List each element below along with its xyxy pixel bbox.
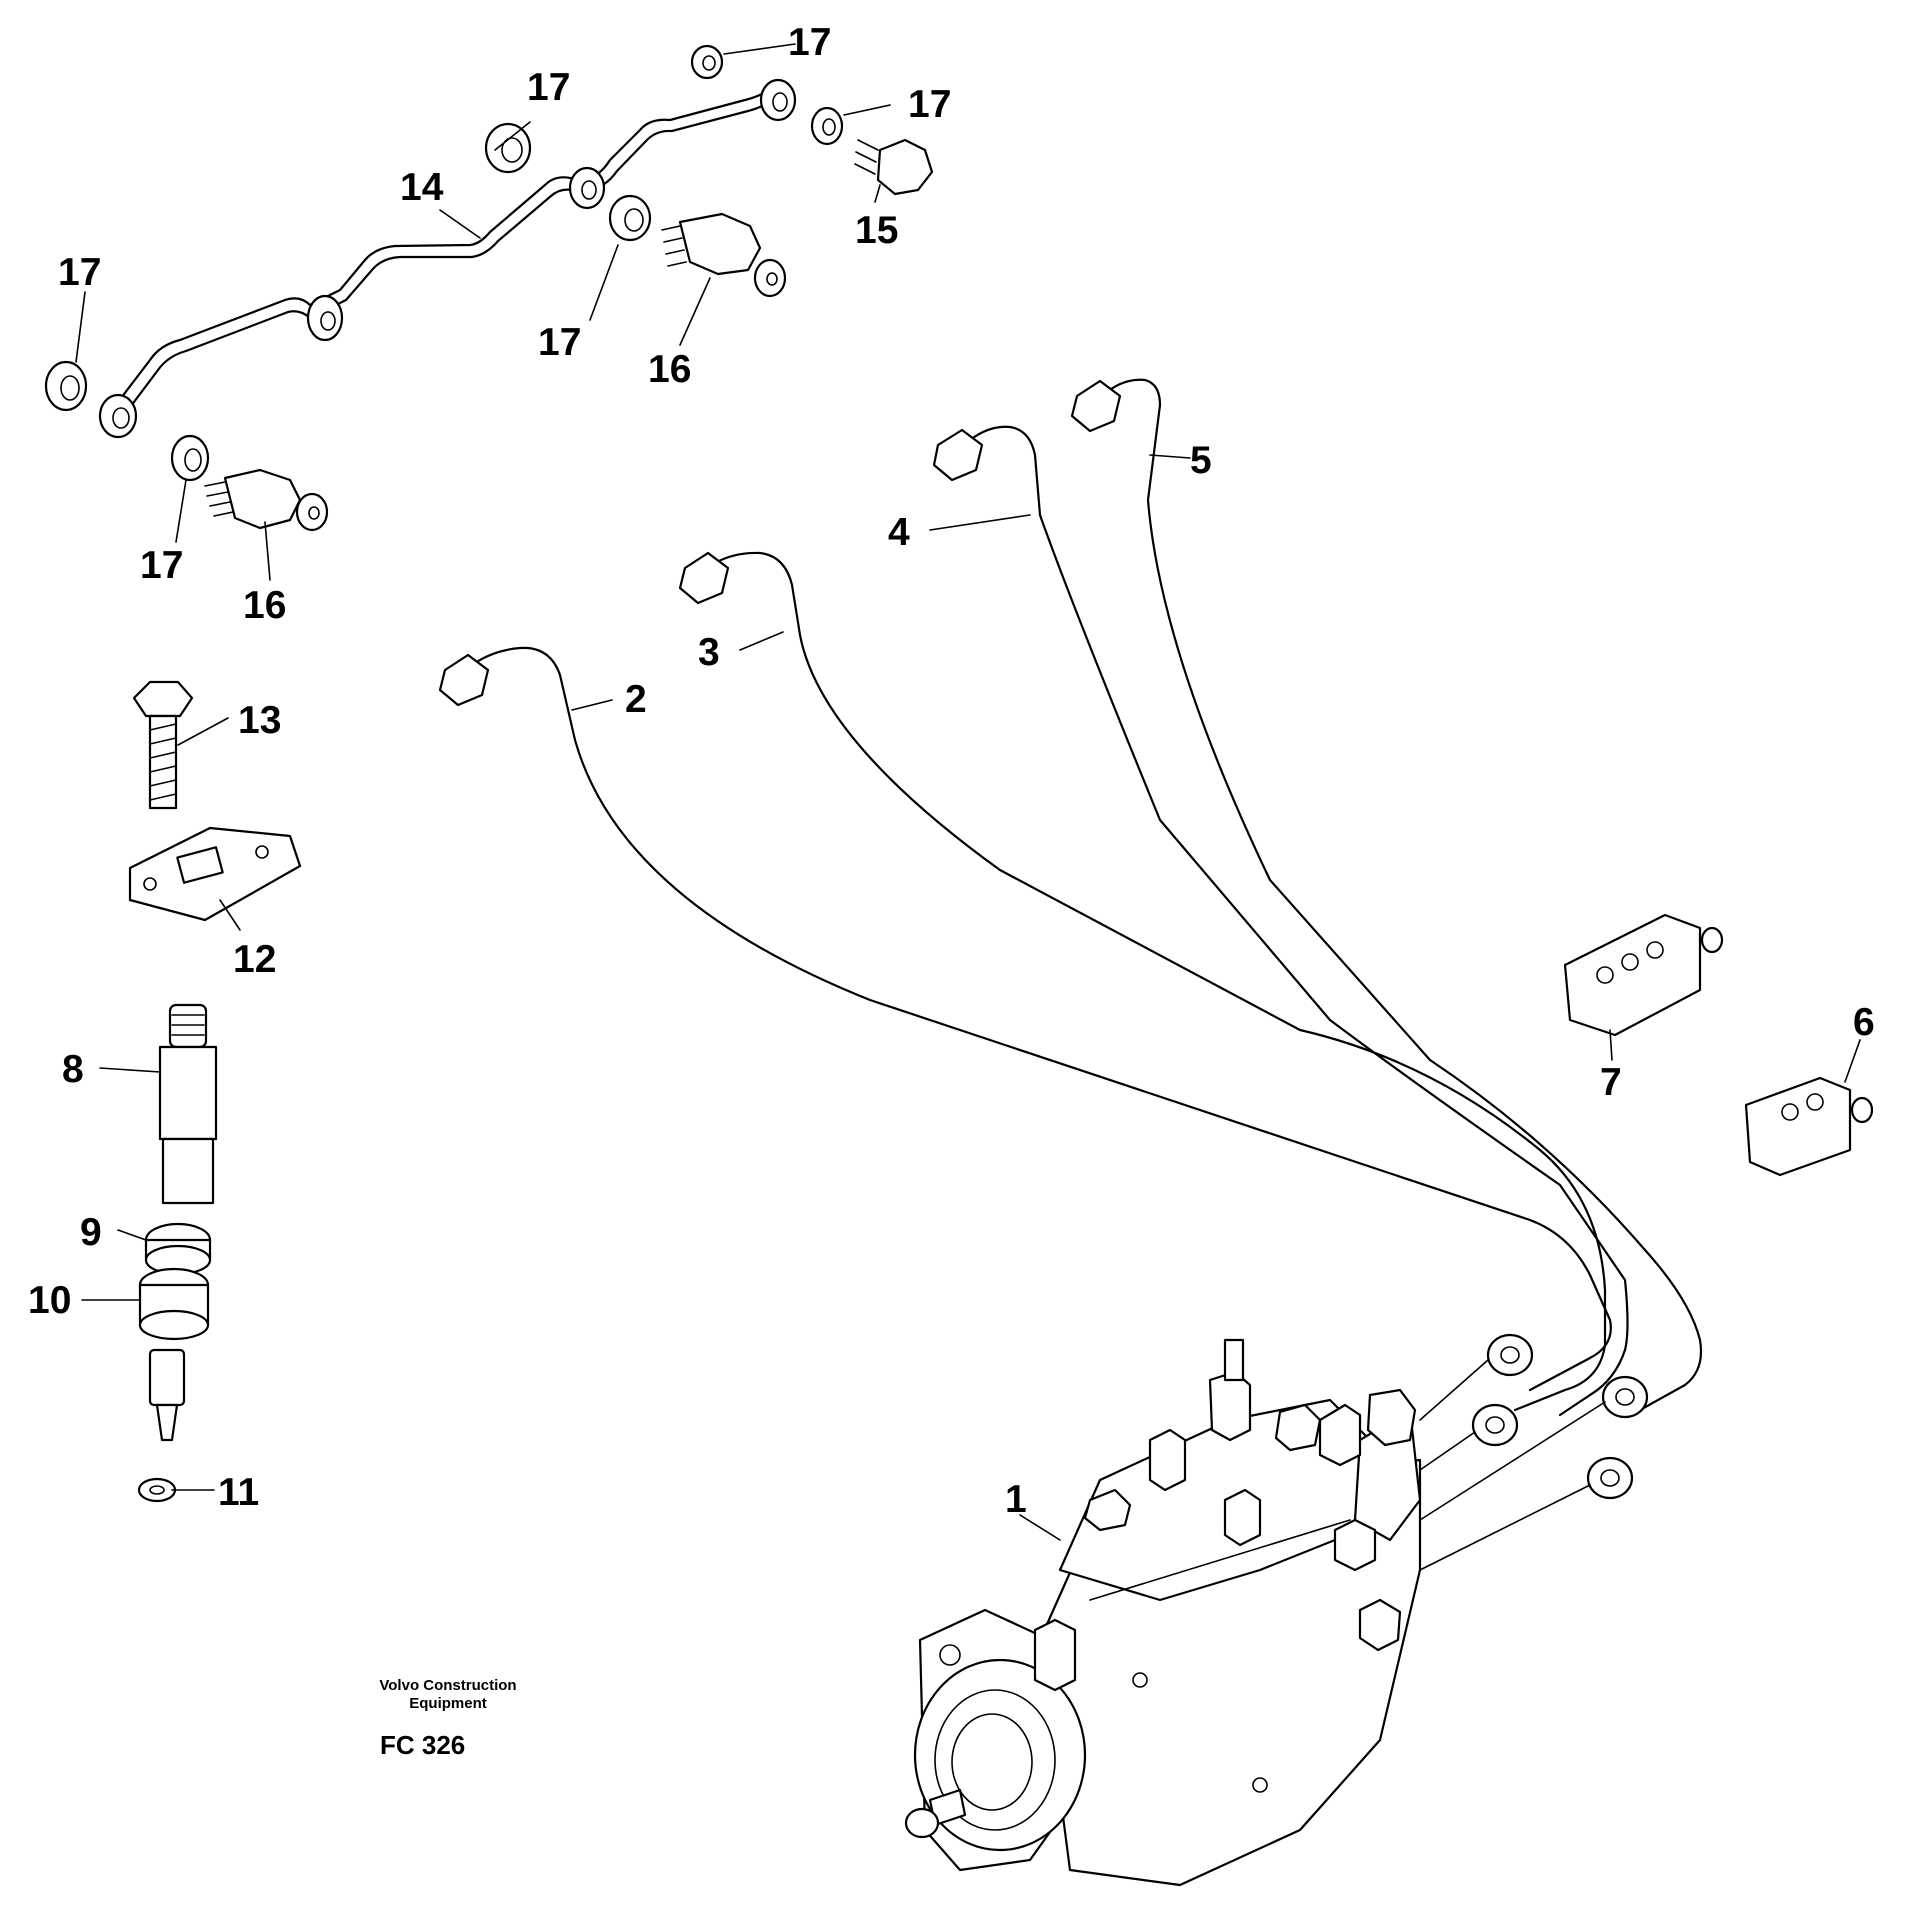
nozzle bbox=[148, 1348, 186, 1442]
callout-17f: 17 bbox=[908, 83, 951, 126]
callout-16b: 16 bbox=[648, 348, 691, 391]
callouts: 1 2 3 4 5 6 7 8 9 10 11 12 13 14 15 16 1… bbox=[28, 21, 1875, 1521]
callout-3: 3 bbox=[698, 631, 720, 674]
callout-12: 12 bbox=[233, 938, 276, 981]
callout-11: 11 bbox=[218, 1471, 259, 1514]
callout-14: 14 bbox=[400, 166, 444, 209]
leak-off-pipe bbox=[116, 84, 779, 412]
callout-17a: 17 bbox=[58, 251, 101, 294]
clamp-12 bbox=[128, 826, 302, 922]
bleed-screw-15 bbox=[854, 138, 934, 196]
clamp-6 bbox=[1744, 1076, 1874, 1177]
banjo-eye-4 bbox=[759, 78, 797, 122]
callout-16a: 16 bbox=[243, 584, 286, 627]
sleeve-10 bbox=[138, 1267, 210, 1341]
callout-8: 8 bbox=[62, 1048, 84, 1091]
callout-17e: 17 bbox=[788, 21, 831, 64]
clamp-7 bbox=[1563, 913, 1724, 1037]
bolt-13 bbox=[132, 680, 194, 810]
callout-15: 15 bbox=[855, 209, 898, 252]
footer-subtitle: Equipment bbox=[409, 1695, 487, 1712]
callout-17d: 17 bbox=[538, 321, 581, 364]
callout-6: 6 bbox=[1853, 1001, 1875, 1044]
callout-5: 5 bbox=[1190, 439, 1212, 482]
callout-4: 4 bbox=[888, 511, 910, 554]
footer-company: Volvo Construction bbox=[379, 1677, 516, 1694]
callout-1: 1 bbox=[1005, 1478, 1027, 1521]
delivery-pipe-5 bbox=[1070, 378, 1703, 1412]
washer-11 bbox=[137, 1477, 177, 1503]
figure-code: FC 326 bbox=[380, 1730, 465, 1760]
callout-2: 2 bbox=[625, 678, 647, 721]
delivery-pipe-4 bbox=[932, 425, 1629, 1417]
callout-17c: 17 bbox=[527, 66, 570, 109]
delivery-pipe-3 bbox=[678, 551, 1607, 1412]
leader-lines bbox=[75, 43, 1861, 1541]
callout-10: 10 bbox=[28, 1279, 71, 1322]
banjo-eye-2 bbox=[306, 294, 344, 342]
pipe-union-nuts bbox=[1419, 1333, 1649, 1571]
delivery-pipe-2 bbox=[438, 646, 1612, 1392]
banjo-bolt-16 bbox=[204, 212, 787, 532]
callout-9: 9 bbox=[80, 1211, 102, 1254]
callout-17b: 17 bbox=[140, 544, 183, 587]
banjo-eye-3 bbox=[568, 166, 606, 210]
banjo-eye-1 bbox=[98, 393, 138, 439]
washer-17 bbox=[44, 44, 844, 482]
callout-7: 7 bbox=[1600, 1061, 1622, 1104]
callout-13: 13 bbox=[238, 699, 281, 742]
injection-pump-1 bbox=[904, 1338, 1422, 1887]
washer-9 bbox=[144, 1222, 212, 1276]
injector-8 bbox=[158, 1003, 218, 1205]
footer: Volvo Construction Equipment FC 326 bbox=[379, 1677, 516, 1760]
